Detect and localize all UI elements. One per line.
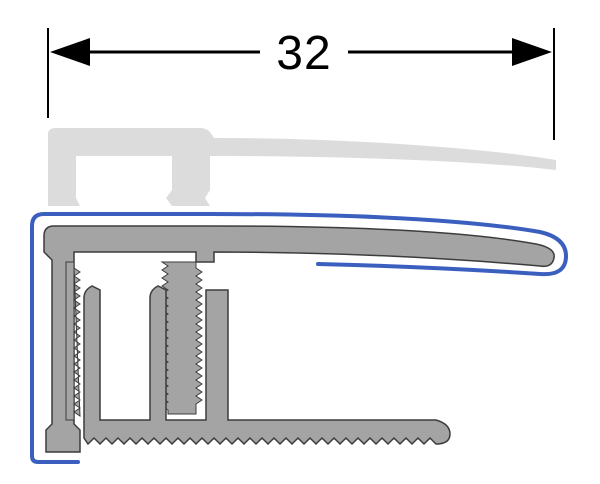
center-serrated-post [160, 261, 203, 415]
main-profile [43, 225, 555, 453]
top-plate [43, 225, 555, 453]
dimension-indicator [47, 28, 555, 140]
dimension-arrow-left [50, 38, 90, 66]
base-plate [83, 285, 451, 446]
dimension-value: 32 [260, 26, 348, 82]
base-insert [83, 285, 451, 446]
left-serrated-post [65, 261, 81, 421]
ghost-profile [48, 128, 556, 206]
dimension-arrow-right [512, 38, 552, 66]
blue-contour [30, 212, 568, 464]
